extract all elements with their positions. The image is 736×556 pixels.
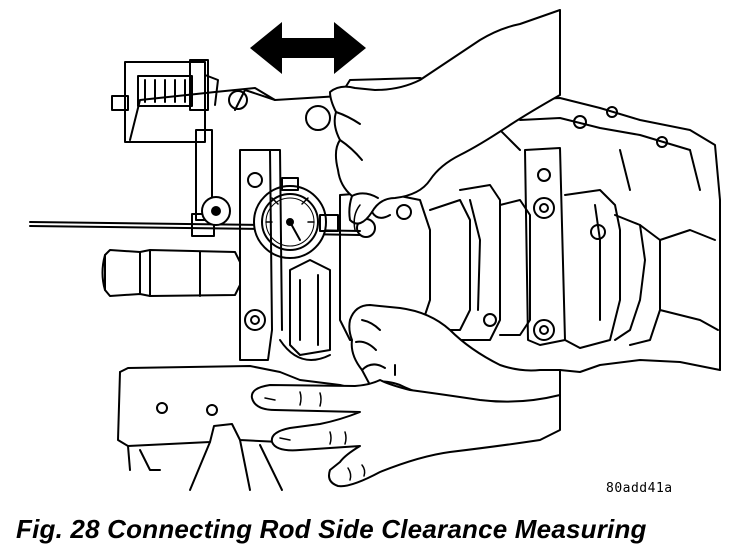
figure-caption: Fig. 28 Connecting Rod Side Clearance Me… [16,514,647,544]
dial-indicator-stand [112,60,218,236]
counterweights-right [565,190,718,348]
figure-code: 80add41a [606,481,673,496]
crankshaft-nose [103,250,241,296]
bottom-hand [252,380,560,486]
upper-hand [330,10,560,230]
double-headed-arrow-icon [250,22,366,74]
engine-block-right [395,150,720,375]
engine-illustration [0,0,736,500]
bearing-cap-right [525,148,565,345]
dial-gauge-icon [254,178,338,258]
bearing-cap-left [240,150,282,360]
connecting-rod [280,260,330,360]
